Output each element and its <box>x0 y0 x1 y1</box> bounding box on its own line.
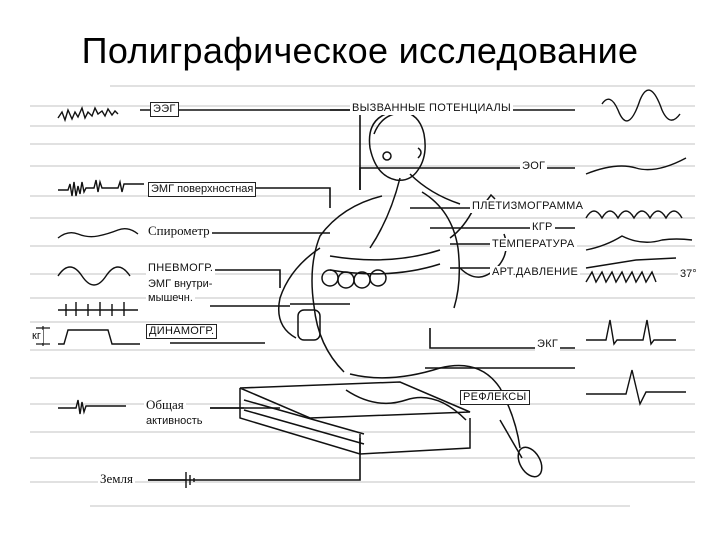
temperature-label: ТЕМПЕРАТУРА <box>490 238 577 251</box>
right-traces <box>585 89 693 407</box>
dynamogram-trace <box>58 329 140 345</box>
emg-inner-label-2: мышечн. <box>146 292 195 305</box>
subject-figure <box>210 110 543 478</box>
dynamogram-label: ДИНАМОГР. <box>146 324 218 339</box>
emg-surface-label: ЭМГ поверхностная <box>148 182 257 197</box>
art-pressure-trace <box>585 270 657 284</box>
diagram-drawing <box>30 85 695 507</box>
art-pressure-label: АРТ.ДАВЛЕНИЕ <box>490 266 581 279</box>
reflexes-trace <box>586 369 686 407</box>
pneumogram-trace <box>57 266 131 286</box>
emg-inner-trace <box>58 302 138 316</box>
emg-surface-trace <box>58 179 144 197</box>
emg-inner-label-1: ЭМГ внутри- <box>146 278 215 291</box>
eog-label: ЭОГ <box>520 160 548 173</box>
ekg-trace <box>586 319 676 346</box>
kg-label: кг <box>30 330 43 343</box>
polygraph-diagram: ЭЭГ ВЫЗВАННЫЕ ПОТЕНЦИАЛЫ ЭОГ ЭМГ поверхн… <box>30 78 700 523</box>
eeg-trace <box>57 105 119 123</box>
spirometer-trace <box>57 227 139 239</box>
general-activity-trace <box>58 399 126 415</box>
evoked-potentials-label: ВЫЗВАННЫЕ ПОТЕНЦИАЛЫ <box>350 102 514 115</box>
plethysmogram-label: ПЛЕТИЗМОГРАММА <box>470 200 586 213</box>
general-activity-label-2: активность <box>144 415 205 428</box>
temperature-trace <box>585 257 677 269</box>
temperature-value: 37° <box>678 268 699 281</box>
kg-scale <box>36 326 50 346</box>
kgr-trace <box>585 235 693 251</box>
ground-label: Земля <box>98 471 135 486</box>
plethysmogram-trace <box>585 210 683 220</box>
pneumogram-label: ПНЕВМОГР. <box>146 262 216 275</box>
eeg-label: ЭЭГ <box>150 102 179 117</box>
left-traces <box>57 105 195 488</box>
spirometer-label: Спирометр <box>146 223 212 238</box>
ekg-label: ЭКГ <box>535 338 561 351</box>
eog-trace <box>585 157 687 175</box>
general-activity-label-1: Общая <box>144 397 186 412</box>
kgr-label: КГР <box>530 221 555 234</box>
slide-title: Полиграфическое исследование <box>81 30 639 71</box>
evoked-potential-trace <box>601 89 681 122</box>
background-text-lines <box>30 85 695 507</box>
reflexes-label: РЕФЛЕКСЫ <box>460 390 530 405</box>
